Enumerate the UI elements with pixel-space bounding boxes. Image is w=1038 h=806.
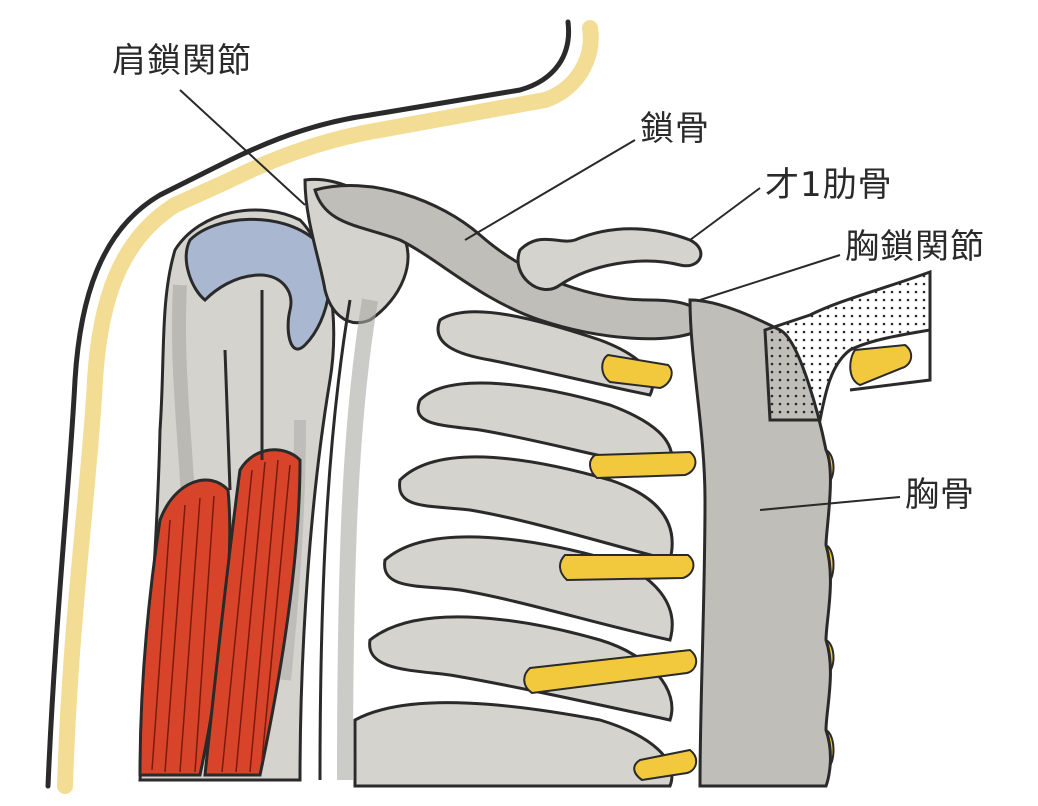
- leader-acromio: [179, 89, 306, 206]
- humeral-head-joint-surface: [184, 217, 331, 351]
- leader-sterno: [699, 254, 841, 301]
- scapula: [303, 177, 410, 781]
- leader-sternum: [759, 496, 901, 511]
- label-sternoclavicular-joint: 胸鎖関節: [845, 227, 985, 267]
- first-rib-bone: [516, 227, 703, 292]
- leader-lines: [179, 89, 901, 511]
- body-silhouette: [45, 19, 599, 794]
- label-first-rib: 才1肋骨: [765, 165, 893, 205]
- leader-clavicle: [464, 139, 636, 241]
- rib-cage: [353, 310, 674, 788]
- label-acromioclavicular-joint: 肩鎖関節: [112, 41, 252, 81]
- opposite-clavicle-section: [763, 269, 932, 422]
- leader-rib1: [689, 187, 761, 241]
- costal-cartilages: [523, 343, 913, 782]
- biceps-muscles: [138, 290, 302, 777]
- label-sternum: 胸骨: [905, 475, 975, 515]
- label-clavicle: 鎖骨: [640, 109, 710, 149]
